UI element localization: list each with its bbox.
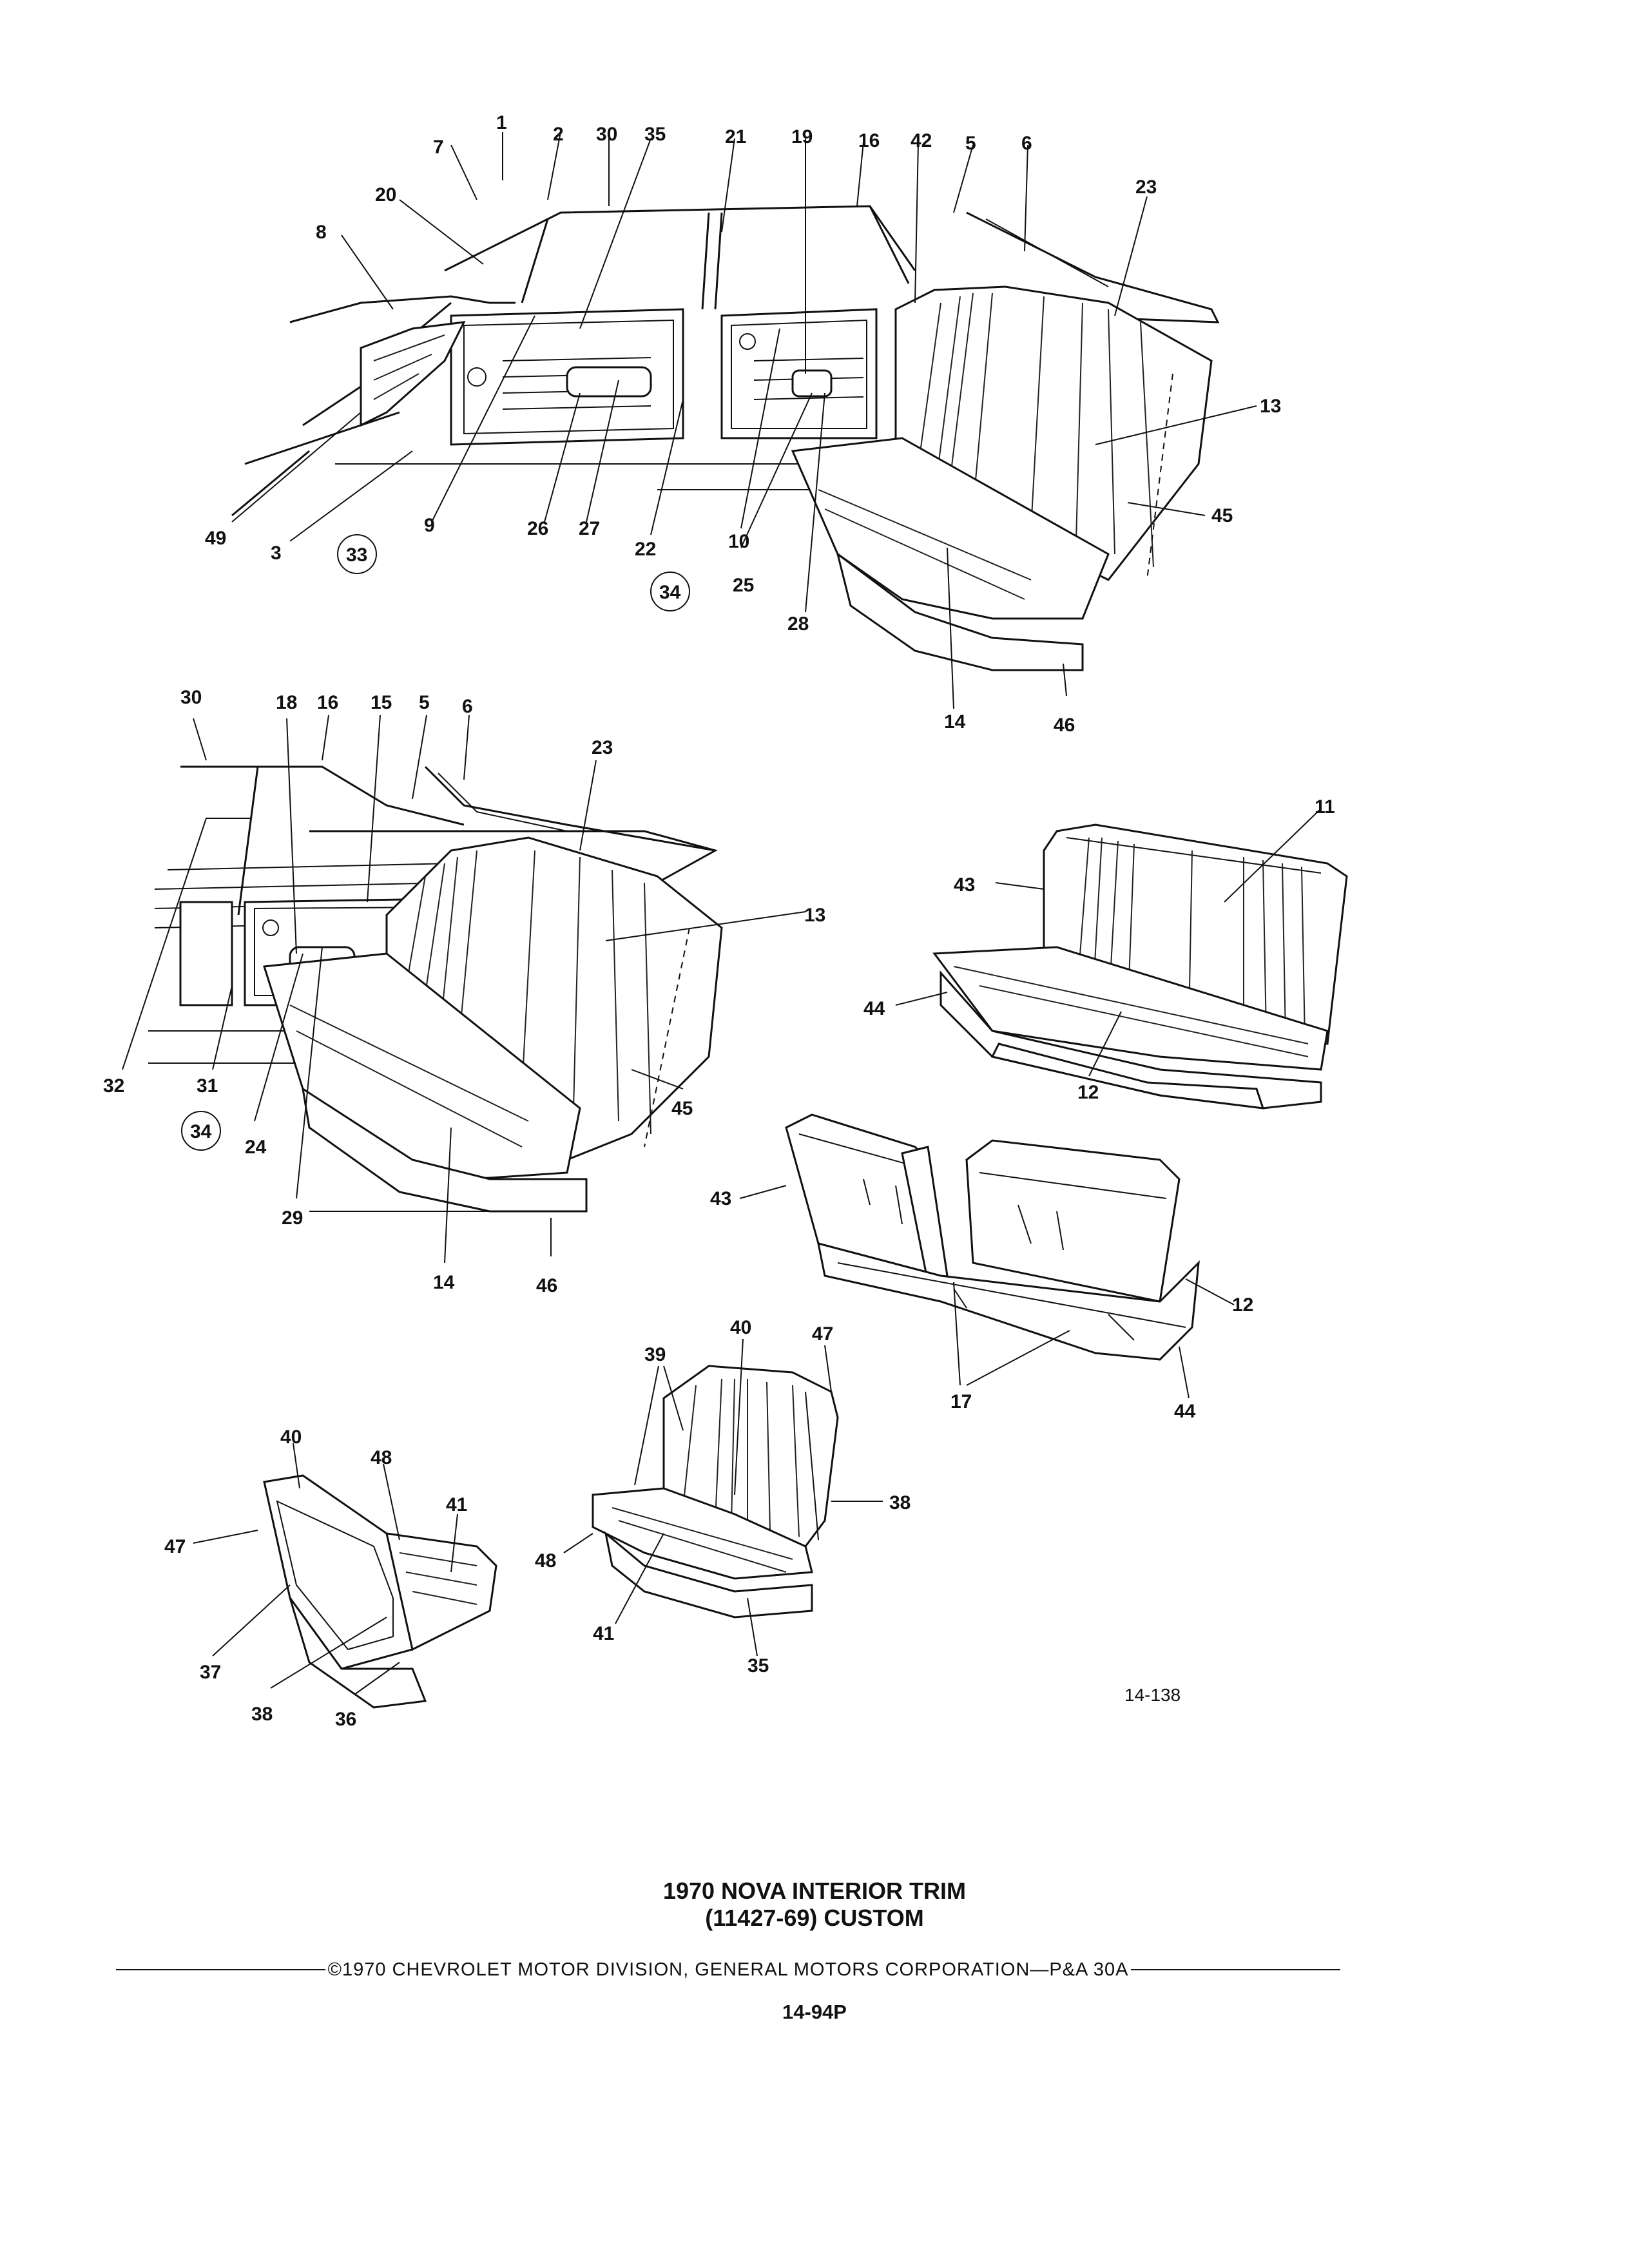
callout-31: 31 <box>197 1075 218 1097</box>
callout-5: 5 <box>965 133 976 154</box>
callout-12: 12 <box>1232 1294 1253 1316</box>
callout-35: 35 <box>747 1655 769 1677</box>
svg-text:34: 34 <box>659 582 681 603</box>
callout-41: 41 <box>446 1494 467 1515</box>
callout-36: 36 <box>335 1709 356 1730</box>
figure-5-leaders <box>193 1443 458 1695</box>
svg-text:33: 33 <box>346 544 367 566</box>
callout-40: 40 <box>730 1317 751 1338</box>
callout-42: 42 <box>911 130 932 151</box>
callout-23: 23 <box>1135 177 1157 198</box>
callout-26: 26 <box>527 518 548 539</box>
callout-2: 2 <box>553 124 564 145</box>
callout-17: 17 <box>950 1391 972 1412</box>
callout-8: 8 <box>316 222 327 243</box>
callout-6: 6 <box>1021 133 1032 154</box>
callout-28: 28 <box>787 613 809 635</box>
callout-39: 39 <box>644 1344 666 1365</box>
figure-1-leaders <box>231 131 1257 709</box>
callout-30: 30 <box>180 687 202 708</box>
circled-callout-33: 33 <box>337 534 377 574</box>
copyright-text: ©1970 CHEVROLET MOTOR DIVISION, GENERAL … <box>327 1959 1129 1980</box>
figure-2-callouts: 30 18 16 15 5 6 23 13 32 31 34 24 29 45 … <box>103 687 825 1296</box>
callout-43: 43 <box>710 1188 731 1209</box>
callout-37: 37 <box>200 1662 221 1683</box>
callout-15: 15 <box>371 692 392 713</box>
callout-46: 46 <box>1054 715 1075 736</box>
callout-38: 38 <box>251 1704 273 1725</box>
callout-47: 47 <box>164 1536 186 1557</box>
callout-49: 49 <box>205 528 226 549</box>
callout-16: 16 <box>317 692 338 713</box>
figure-6-callouts: 39 40 47 38 48 41 35 <box>535 1317 911 1677</box>
callout-21: 21 <box>725 126 746 148</box>
figure-4-callouts: 43 12 17 44 <box>710 1188 1253 1422</box>
callout-25: 25 <box>733 575 754 596</box>
callout-22: 22 <box>635 539 656 560</box>
figure-5-bucket-seat-rear <box>263 1474 497 1709</box>
callout-47: 47 <box>812 1323 833 1345</box>
copyright-row: ©1970 CHEVROLET MOTOR DIVISION, GENERAL … <box>116 1957 1341 1983</box>
figure-5-callouts: 40 48 41 47 37 38 36 <box>164 1427 467 1730</box>
callout-29: 29 <box>282 1207 303 1229</box>
figure-4-leaders <box>739 1185 1235 1399</box>
callout-27: 27 <box>579 518 600 539</box>
callout-32: 32 <box>103 1075 124 1097</box>
figure-1-callouts: 1 2 30 35 21 19 16 42 5 6 7 20 8 23 13 4… <box>205 112 1281 736</box>
callout-30: 30 <box>596 124 617 145</box>
callout-46: 46 <box>536 1275 557 1296</box>
figure-6-leaders <box>563 1338 883 1657</box>
callout-40: 40 <box>280 1427 302 1448</box>
callout-44: 44 <box>1174 1401 1196 1422</box>
page-title-line-2: (11427-69) CUSTOM <box>705 1905 924 1931</box>
rule-right <box>1131 1969 1341 1970</box>
svg-text:34: 34 <box>190 1121 212 1142</box>
callout-7: 7 <box>433 137 444 158</box>
figure-4-split-bench <box>785 1113 1200 1361</box>
callout-14: 14 <box>433 1272 455 1293</box>
callout-20: 20 <box>375 184 396 206</box>
circled-callout-34-a: 34 <box>650 572 690 611</box>
callout-48: 48 <box>371 1447 392 1468</box>
figure-2-leaders <box>122 715 806 1264</box>
figure-3-callouts: 11 43 44 12 <box>863 796 1335 1103</box>
page-number: 14-94P <box>782 2001 847 2023</box>
callout-1: 1 <box>496 112 507 133</box>
callout-23: 23 <box>592 737 613 758</box>
figure-reference: 14-138 <box>1124 1685 1181 1705</box>
figure-2-coupe-interior <box>148 765 723 1213</box>
callout-18: 18 <box>276 692 297 713</box>
callout-24: 24 <box>245 1137 267 1158</box>
callout-14: 14 <box>944 711 966 733</box>
callout-43: 43 <box>954 874 975 896</box>
callout-45: 45 <box>1211 505 1233 526</box>
figure-3-bench-seat <box>932 823 1348 1110</box>
circled-callout-34-b: 34 <box>181 1111 221 1151</box>
rule-left <box>116 1969 325 1970</box>
callout-9: 9 <box>424 515 435 536</box>
callout-11: 11 <box>1315 796 1335 818</box>
callout-48: 48 <box>535 1550 556 1571</box>
figure-3-leaders <box>895 808 1322 1077</box>
callout-13: 13 <box>1260 396 1281 417</box>
callout-10: 10 <box>728 531 749 552</box>
callout-41: 41 <box>593 1623 614 1644</box>
callout-44: 44 <box>863 998 885 1019</box>
callout-12: 12 <box>1077 1082 1099 1103</box>
callout-13: 13 <box>804 905 825 926</box>
figure-6-bucket-seat-front <box>592 1365 839 1619</box>
callout-45: 45 <box>671 1098 693 1119</box>
callout-6: 6 <box>462 696 473 717</box>
callout-3: 3 <box>271 543 282 564</box>
callout-16: 16 <box>858 130 880 151</box>
page-title-line-1: 1970 NOVA INTERIOR TRIM <box>662 1878 967 1904</box>
figure-1-sedan-interior <box>231 205 1220 671</box>
callout-5: 5 <box>419 692 430 713</box>
callout-38: 38 <box>889 1492 911 1514</box>
callout-35: 35 <box>644 124 666 145</box>
callout-19: 19 <box>791 126 813 148</box>
